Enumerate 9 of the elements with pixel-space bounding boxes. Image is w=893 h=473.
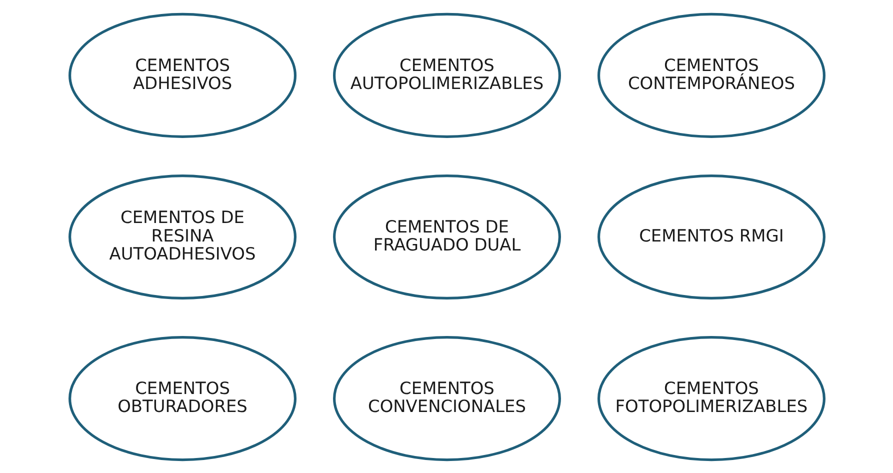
node-ellipse: CEMENTOS ADHESIVOS	[68, 12, 296, 138]
node-ellipse: CEMENTOS AUTOPOLIMERIZABLES	[332, 12, 560, 138]
node-ellipse: CEMENTOS DE FRAGUADO DUAL	[332, 174, 560, 300]
node-ellipse: CEMENTOS CONTEMPORÁNEOS	[596, 12, 825, 138]
node-ellipse: CEMENTOS RMGI	[596, 174, 825, 300]
node-ellipse: CEMENTOS OBTURADORES	[68, 336, 296, 461]
node-ellipse: CEMENTOS CONVENCIONALES	[332, 336, 560, 461]
node-ellipse: CEMENTOS FOTOPOLIMERIZABLES	[596, 336, 825, 461]
node-ellipse: CEMENTOS DE RESINA AUTOADHESIVOS	[68, 174, 296, 300]
